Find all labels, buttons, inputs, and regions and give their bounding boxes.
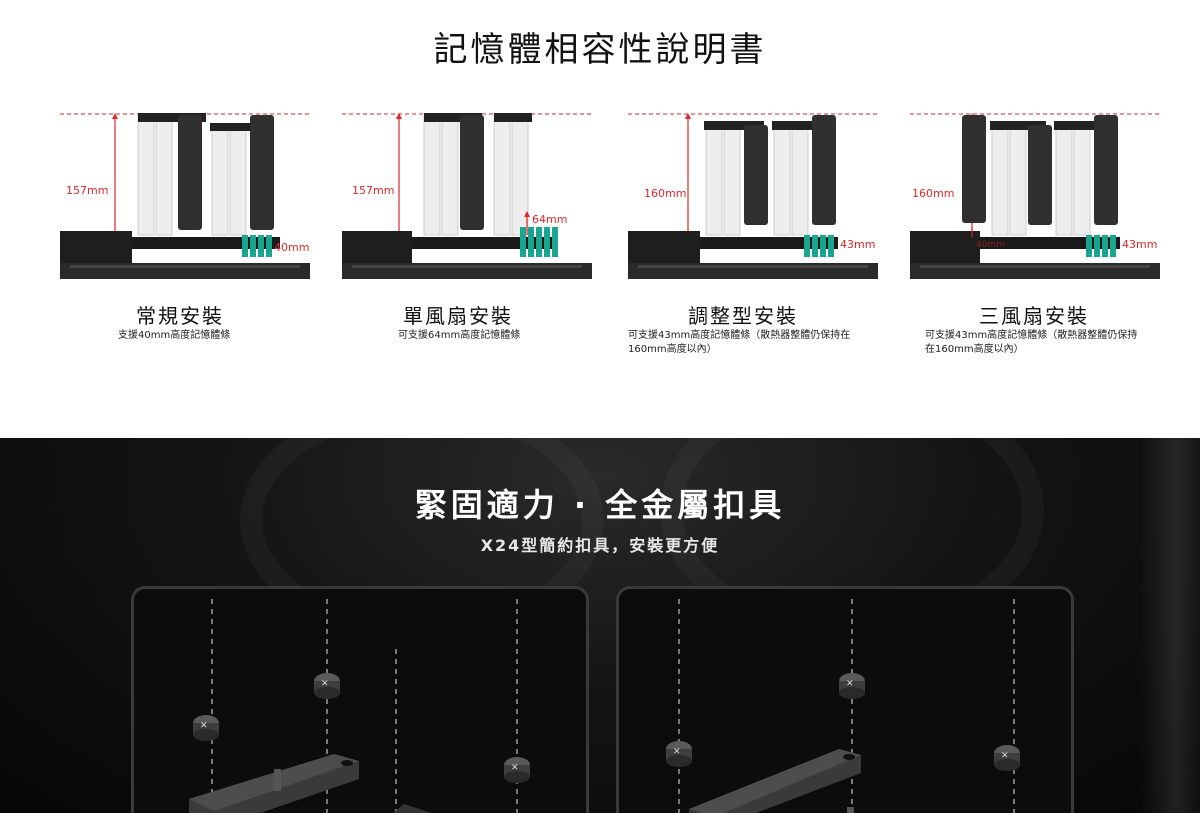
install-desc-adjusted: 可支援43mm高度記憶體條（散熱器整體仍保持在 160mm高度以內） (628, 330, 851, 355)
height-label: 160mm (912, 187, 954, 200)
ram-stick-icon (804, 235, 810, 257)
height-label: 157mm (352, 184, 394, 197)
ram-stick-icon (528, 227, 534, 257)
ram-stick-icon (258, 235, 264, 257)
ram-stick-icon (820, 235, 826, 257)
background-edge-highlight (1140, 438, 1200, 813)
mounting-title: 緊固適力 · 全金屬扣具 (414, 486, 786, 524)
fan-icon (250, 115, 274, 230)
fan-icon (744, 125, 768, 225)
ram-height-label: 43mm (840, 238, 875, 251)
ram-stick-icon (828, 235, 834, 257)
ram-stick-icon (266, 235, 272, 257)
install-title-adjusted: 調整型安裝 (688, 304, 798, 328)
compatibility-title: 記憶體相容性說明書 (433, 30, 767, 70)
screw-icon: ✕ (839, 673, 865, 699)
screw-icon: ✕ (994, 745, 1020, 771)
ram-height-label: 43mm (1122, 238, 1157, 251)
fan-icon (460, 115, 484, 230)
svg-text:✕: ✕ (511, 763, 519, 773)
svg-text:✕: ✕ (673, 747, 681, 757)
ram-stick-icon (1094, 235, 1100, 257)
screw-icon: ✕ (666, 741, 692, 767)
diagram-triple-fan-install: 160mm 40mm 43mm (910, 113, 1160, 279)
install-title-triple-fan: 三風扇安裝 (979, 304, 1089, 328)
screw-icon: ✕ (314, 673, 340, 699)
ram-stick-icon (552, 227, 558, 257)
mounting-bracket-icon (189, 754, 432, 813)
mounting-bracket-icon (689, 749, 861, 813)
mounting-panel-right: ✕ ✕ ✕ (616, 586, 1074, 813)
diagram-single-fan-install: 157mm 64mm (342, 113, 592, 279)
fan-icon (812, 115, 836, 225)
diagram-standard-install: 157mm 40mm (60, 113, 310, 279)
ram-height-label: 64mm (532, 213, 567, 226)
bracket-illustration: ✕ ✕ ✕ (666, 599, 1020, 813)
secondary-height-label: 40mm (976, 240, 1005, 250)
install-desc-single-fan: 可支援64mm高度記憶體條 (398, 330, 521, 341)
compatibility-section: 記憶體相容性說明書 157mm 40mm 157mm (60, 30, 1160, 355)
fan-icon (178, 115, 202, 230)
ram-stick-icon (520, 227, 526, 257)
screw-icon: ✕ (193, 715, 219, 741)
fan-icon (962, 115, 986, 223)
fan-icon (1094, 115, 1118, 225)
install-title-single-fan: 單風扇安裝 (403, 304, 513, 328)
ram-height-label: 40mm (274, 241, 309, 254)
svg-text:✕: ✕ (1001, 751, 1009, 761)
height-label: 157mm (66, 184, 108, 197)
bracket-illustration: ✕ ✕ ✕ (189, 599, 530, 813)
ram-stick-icon (242, 235, 248, 257)
ram-stick-icon (1110, 235, 1116, 257)
ram-stick-icon (1086, 235, 1092, 257)
fan-icon (1028, 125, 1052, 225)
mounting-subtitle: X24型簡約扣具，安裝更方便 (480, 536, 720, 555)
ram-stick-icon (536, 227, 542, 257)
svg-text:✕: ✕ (846, 679, 854, 689)
screw-icon: ✕ (504, 757, 530, 783)
mounting-panel-left: ✕ ✕ ✕ (131, 586, 589, 813)
diagram-adjusted-install: 160mm 43mm (628, 113, 878, 279)
install-desc-standard: 支援40mm高度記憶體條 (118, 330, 231, 341)
ram-stick-icon (1102, 235, 1108, 257)
height-label: 160mm (644, 187, 686, 200)
mounting-section: 緊固適力 · 全金屬扣具 X24型簡約扣具，安裝更方便 ✕ ✕ (0, 438, 1200, 813)
ram-stick-icon (544, 227, 550, 257)
ram-stick-icon (812, 235, 818, 257)
install-title-standard: 常規安裝 (136, 304, 224, 328)
svg-text:✕: ✕ (200, 721, 208, 731)
svg-text:✕: ✕ (321, 679, 329, 689)
ram-stick-icon (250, 235, 256, 257)
install-desc-triple-fan: 可支援43mm高度記憶體條（散熱器整體仍保持 在160mm高度以內） (925, 330, 1138, 355)
